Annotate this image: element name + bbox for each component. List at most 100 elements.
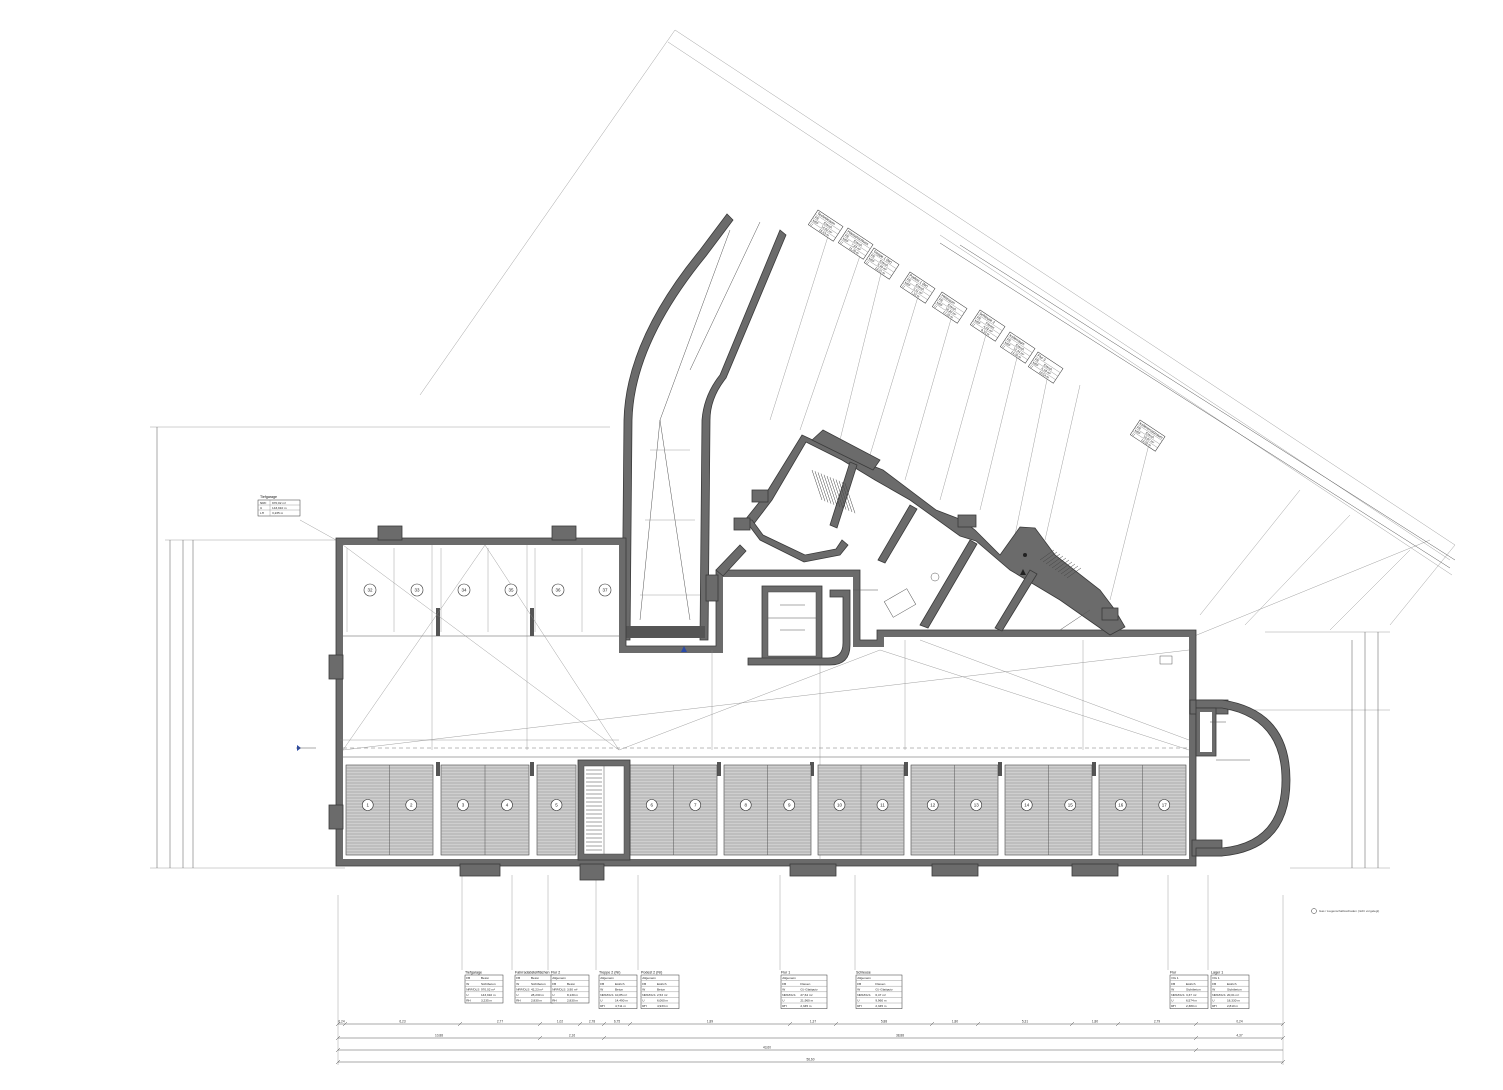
parking-space-label: 8 bbox=[744, 803, 747, 808]
room-table-rule bbox=[815, 214, 841, 231]
room-table-frame bbox=[931, 291, 968, 324]
room-table-rule bbox=[845, 232, 871, 249]
bottom-table-key: U bbox=[600, 999, 602, 1003]
room-table-rule bbox=[972, 321, 998, 338]
bottom-table-value: Estrich bbox=[657, 982, 667, 986]
legend: Gas / Liegenschaftsschaden (nicht vorgel… bbox=[1311, 908, 1379, 914]
bottom-table-value: 18,330 m bbox=[1227, 999, 1240, 1003]
bottom-table-key: OG 1 bbox=[1212, 976, 1220, 980]
parking-space-number bbox=[550, 799, 563, 811]
room-table-key: U bbox=[1131, 432, 1135, 437]
parking-space-number bbox=[876, 799, 889, 811]
bottom-table-value: Estrich bbox=[1186, 982, 1196, 986]
parking-space-number bbox=[504, 583, 518, 597]
bottom-table-value: Estrich bbox=[615, 982, 625, 986]
dimension-value: 1,37 bbox=[810, 1020, 816, 1024]
room-table-value: Estrich bbox=[915, 283, 925, 292]
bottom-table-value: 20,01 m² bbox=[1227, 993, 1239, 997]
bottom-table-key: Allgemein bbox=[642, 976, 656, 980]
stair-tread bbox=[1066, 567, 1082, 579]
room-table-rule bbox=[812, 217, 839, 235]
room-table-rule bbox=[1007, 336, 1033, 353]
room-table-value: 9,40 m² bbox=[877, 263, 888, 272]
room-table-frame bbox=[969, 309, 1006, 342]
dimension-value: 1,80 bbox=[952, 1020, 958, 1024]
dimension-value: 38,88 bbox=[896, 1034, 904, 1038]
parking-space-label: 36 bbox=[555, 588, 561, 593]
dimension-tick bbox=[929, 1021, 935, 1027]
stair-tread bbox=[1039, 549, 1055, 561]
bottom-table-title: Schleuse bbox=[856, 971, 871, 975]
dimension-value: 2,79 bbox=[1154, 1020, 1160, 1024]
dimension-value: 56,60 bbox=[807, 1058, 815, 1062]
room-table-value: 8,10 m bbox=[980, 328, 990, 337]
bottom-table-value: 2,53 m² bbox=[657, 993, 668, 997]
parking-space-number bbox=[689, 799, 702, 811]
dimension-tick bbox=[577, 1021, 583, 1027]
room-table-key: U bbox=[1029, 364, 1033, 369]
parking-space-label: 7 bbox=[694, 803, 697, 808]
parking-space-number bbox=[598, 583, 612, 597]
main-room-row-1-key: U bbox=[260, 506, 262, 510]
misc-labels bbox=[1159, 655, 1173, 665]
room-table-key: FB bbox=[1034, 357, 1040, 363]
room-table-rule bbox=[1134, 427, 1161, 445]
bottom-table-key: NRF/DLS bbox=[516, 987, 529, 991]
dimension-tick bbox=[335, 1047, 341, 1053]
room-table-frame bbox=[1027, 351, 1064, 384]
parking-space-number bbox=[970, 799, 983, 811]
dimension-tick bbox=[833, 1021, 839, 1027]
bottom-table-value: Sichtbeton bbox=[481, 982, 496, 986]
parking-space-number bbox=[1114, 799, 1127, 811]
dimension-tick bbox=[787, 1021, 793, 1027]
room-table-value: 4,02 m² bbox=[983, 325, 994, 334]
bottom-table-value: 2,345 m bbox=[875, 1004, 887, 1008]
stair-tread bbox=[1051, 557, 1067, 569]
bottom-table-value: 6,060 m bbox=[657, 999, 669, 1003]
room-table-value: Estrich bbox=[853, 239, 863, 248]
room-table-frame bbox=[999, 331, 1036, 364]
parking-space-label: 35 bbox=[508, 588, 514, 593]
bottom-table-key: NRF/DLS bbox=[1212, 993, 1225, 997]
parking-space-number bbox=[783, 799, 796, 811]
parking-space-number bbox=[926, 799, 939, 811]
room-table-key: FB bbox=[938, 297, 944, 303]
dimension-tick bbox=[1280, 1021, 1286, 1027]
parking-space-number bbox=[645, 799, 658, 811]
room-table-key: NRF bbox=[1134, 429, 1142, 436]
dimension-tick bbox=[335, 1035, 341, 1041]
bottom-table-value: 3,90 m² bbox=[567, 987, 578, 991]
dimension-tick bbox=[1193, 1021, 1199, 1027]
room-table-key: NRF bbox=[936, 301, 944, 308]
parking-space-label: 37 bbox=[602, 588, 608, 593]
room-table-rule bbox=[1030, 363, 1056, 380]
room-table-value: Estrich bbox=[1145, 431, 1155, 440]
bottom-table-value: 2,830 m bbox=[531, 999, 543, 1003]
dimension-tick bbox=[601, 1021, 607, 1027]
parking-space-number bbox=[363, 583, 377, 597]
parking-space-label: 17 bbox=[1162, 803, 1168, 808]
parking-space-label: 1 bbox=[366, 803, 369, 808]
stair-tread bbox=[811, 469, 823, 501]
bottom-table-key: NRF/DLS bbox=[552, 987, 565, 991]
bottom-table-key: RH bbox=[1171, 1004, 1175, 1008]
room-table-rule bbox=[934, 303, 960, 320]
bottom-table-value: 3,37 m² bbox=[1186, 993, 1197, 997]
room-table-key: FB bbox=[906, 277, 912, 283]
room-table-key: U bbox=[839, 240, 843, 245]
bottom-table-key: RH bbox=[516, 999, 520, 1003]
room-table-key: NRF bbox=[904, 281, 912, 288]
parking-space-label: 15 bbox=[1068, 803, 1074, 808]
room-table-key: FB bbox=[976, 315, 982, 321]
bottom-table-value: Beton bbox=[531, 976, 539, 980]
room-table-frame bbox=[837, 227, 874, 260]
room-table-key: FB bbox=[1136, 425, 1142, 431]
dimension-tick bbox=[1193, 1047, 1199, 1053]
